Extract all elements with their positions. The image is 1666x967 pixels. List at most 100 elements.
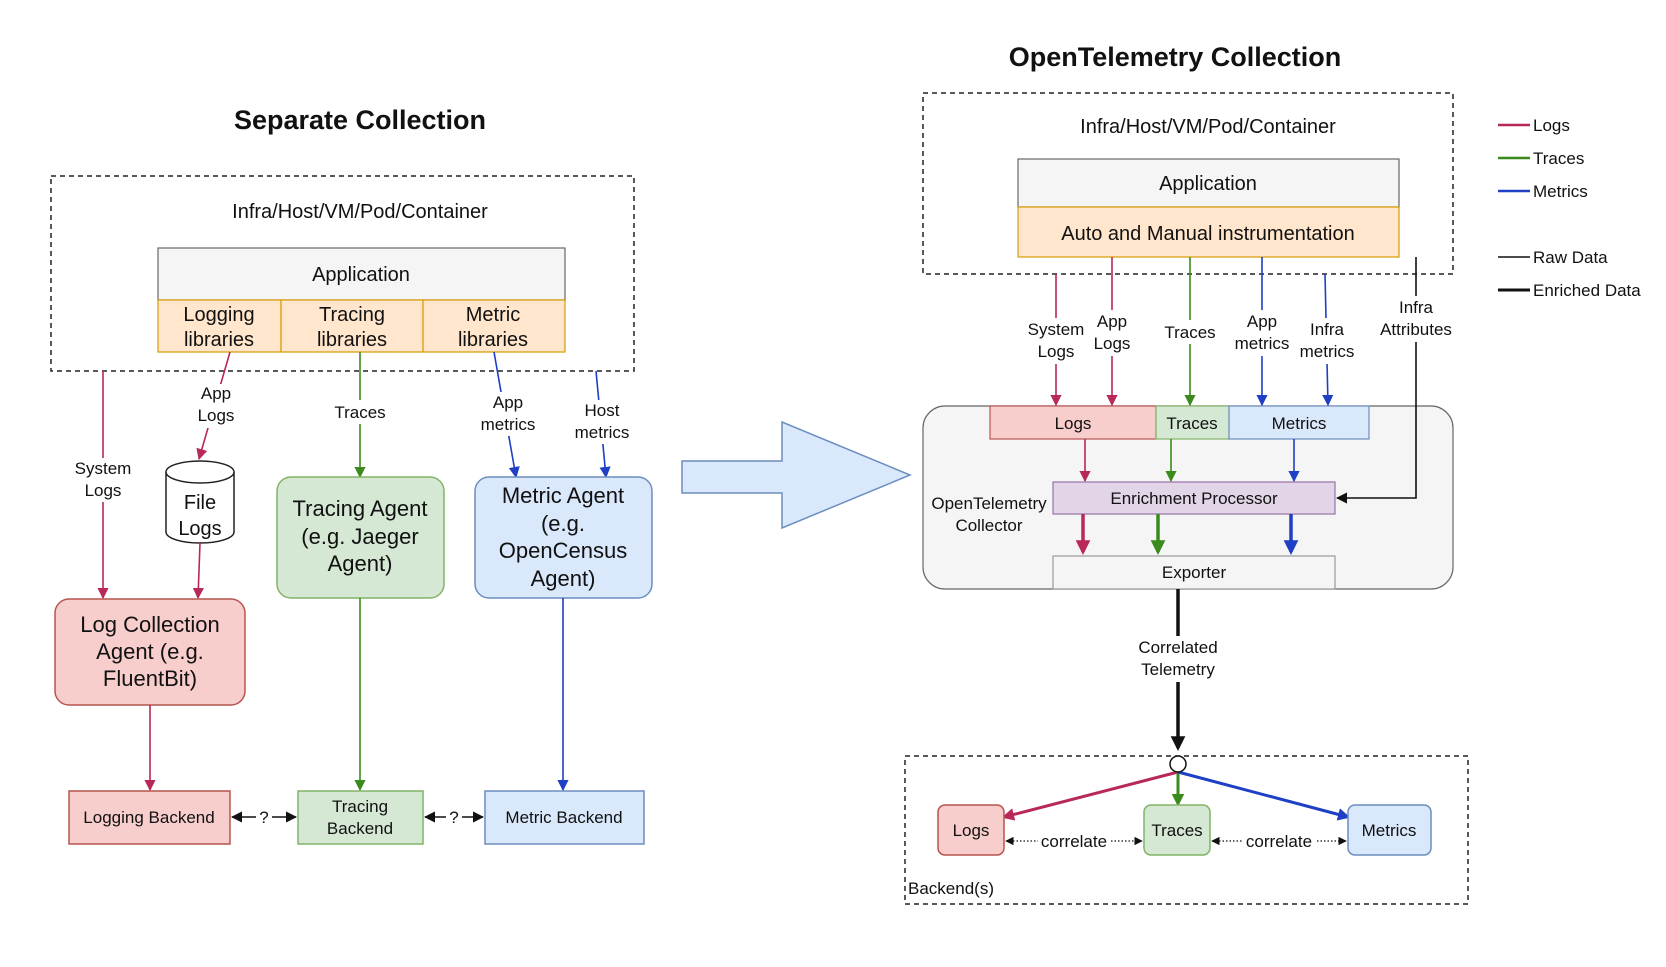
left-host-label: Infra/Host/VM/Pod/Container [232,201,488,223]
left-host-metrics-label-2: metrics [575,423,630,442]
backend-metrics-arrow [1177,770,1351,821]
right-app-metrics-label-2: metrics [1235,334,1290,353]
legend-raw-label: Raw Data [1533,248,1608,267]
enrichment-processor-box [1052,481,1336,515]
backend-logs-arrow [1001,770,1179,821]
receiver-metrics-box [1228,405,1370,440]
logging-libraries-line2: libraries [184,329,254,351]
right-traces-label: Traces [1164,323,1215,342]
infra-attributes-label-2: Attributes [1380,320,1452,339]
tracing-backend-line2: Backend [327,819,393,838]
metric-agent-line4: Agent) [531,566,596,591]
left-system-logs-label-bg [66,458,140,502]
logging-libraries-line1: Logging [183,304,254,326]
receiver-traces-label: Traces [1166,414,1217,433]
legend: Logs Traces Metrics Raw Data Enriched Da… [1498,116,1641,300]
metric-backend-label: Metric Backend [505,808,622,827]
tracing-metric-link-label-bg [446,806,462,828]
left-host-metrics-label-1: Host [585,401,620,420]
right-app-metrics-label-1: App [1247,312,1277,331]
log-agent-line3: FluentBit) [103,666,197,691]
collector-label-2: Collector [955,516,1022,535]
tracing-metric-link-label: ? [449,808,458,827]
tracing-libraries-line2: libraries [317,329,387,351]
left-application-label: Application [312,264,410,286]
file-logs-cylinder-icon [165,460,235,544]
left-app-metrics-label-1: App [493,393,523,412]
metric-libraries-box [422,299,566,353]
file-logs-to-agent-arrow [192,542,204,600]
left-app-logs-label-bg [188,384,244,428]
right-system-logs-label-2: Logs [1038,342,1075,361]
collector-label-1: OpenTelemetry [931,494,1047,513]
left-app-logs-label-2: Logs [198,406,235,425]
exporter-label: Exporter [1162,563,1227,582]
splitter-node-icon [1169,755,1187,773]
tracing-agent-line1: Tracing Agent [293,496,428,521]
logging-backend-label: Logging Backend [83,808,214,827]
legend-logs-label: Logs [1533,116,1570,135]
right-app-metrics-label-bg [1228,310,1296,356]
metric-agent-line2: (e.g. [541,511,585,536]
tracing-agent-line2: (e.g. Jaeger [301,524,418,549]
right-system-logs-label-1: System [1028,320,1085,339]
file-logs-label-2: Logs [178,518,221,540]
legend-traces-label: Traces [1533,149,1584,168]
backend-metrics-box [1347,804,1432,856]
right-application-label: Application [1159,173,1257,195]
transition-arrow-icon [681,420,912,530]
backend-logs-label: Logs [953,821,990,840]
metric-libraries-line1: Metric [466,304,520,326]
correlated-label-bg [1134,636,1222,682]
right-infra-metrics-label-2: metrics [1300,342,1355,361]
right-app-logs-label-bg [1090,310,1134,356]
left-application-box [157,247,566,301]
right-app-logs-label-2: Logs [1094,334,1131,353]
left-app-logs-label-1: App [201,384,231,403]
infra-attributes-label-bg [1376,296,1456,342]
enrichment-processor-label: Enrichment Processor [1110,489,1278,508]
backends-label: Backend(s) [908,879,994,898]
backend-logs-box [937,804,1005,856]
right-system-logs-label-bg [1022,318,1090,364]
backend-metrics-label: Metrics [1362,821,1417,840]
left-host-metrics-label-bg [566,400,638,444]
tracing-libraries-line1: Tracing [319,304,385,326]
receiver-metrics-label: Metrics [1272,414,1327,433]
separate-collection-title: Separate Collection [234,105,486,135]
tracing-backend-box [297,790,424,845]
left-traces-label: Traces [334,403,385,422]
backend-traces-box [1143,804,1211,856]
left-host-boundary [50,175,635,372]
right-host-label: Infra/Host/VM/Pod/Container [1080,116,1336,138]
right-infra-metrics-label-bg [1294,318,1360,364]
left-system-logs-label-2: Logs [85,481,122,500]
legend-metrics-label: Metrics [1533,182,1588,201]
infra-attributes-label-1: Infra [1399,298,1434,317]
tracing-backend-line1: Tracing [332,797,388,816]
opentelemetry-collection-title: OpenTelemetry Collection [1009,42,1342,72]
backends-boundary [904,755,1469,905]
backend-traces-label: Traces [1151,821,1202,840]
correlate-label-2: correlate [1246,832,1312,851]
instrumentation-box [1017,206,1400,258]
separate-collection-panel: Separate Collection Infra/Host/VM/Pod/Co… [50,105,653,845]
exporter-box [1052,555,1336,590]
opentelemetry-collection-panel: OpenTelemetry Collection Infra/Host/VM/P… [904,42,1469,905]
logging-tracing-link-label-bg [256,806,272,828]
metric-backend-box [484,790,645,845]
logging-backend-box [68,790,231,845]
left-system-logs-label-1: System [75,459,132,478]
metric-libraries-line2: libraries [458,329,528,351]
logging-libraries-box [157,299,282,353]
tracing-libraries-box [280,299,424,353]
metric-agent-line3: OpenCensus [499,538,627,563]
logging-tracing-link-label: ? [259,808,268,827]
left-traces-label-bg [326,400,394,424]
left-app-metrics-label-bg [472,392,544,436]
correlated-label-2: Telemetry [1141,660,1215,679]
tracing-agent-line3: Agent) [328,551,393,576]
right-app-logs-label-1: App [1097,312,1127,331]
log-agent-line1: Log Collection [80,612,219,637]
